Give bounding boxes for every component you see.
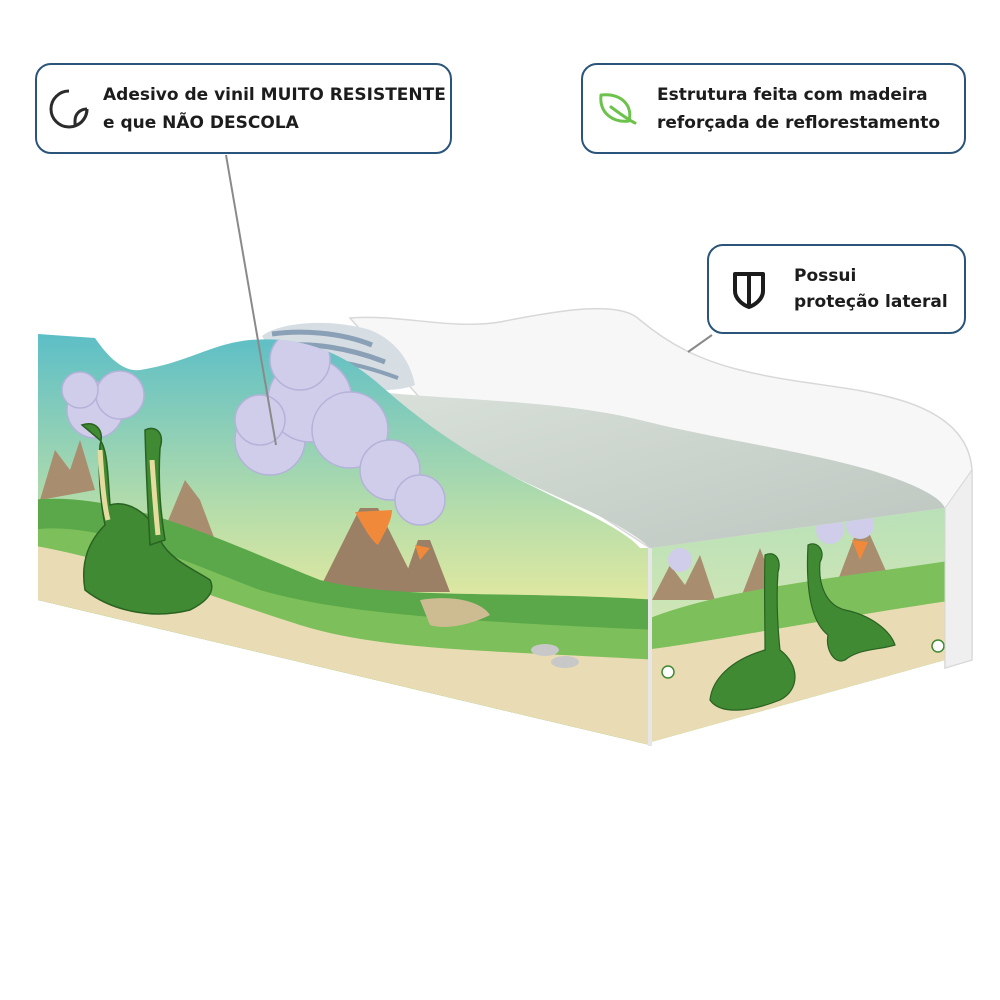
sticker-peel-icon bbox=[47, 87, 91, 131]
callout-side-protection: Possui proteção lateral bbox=[707, 244, 966, 334]
shield-icon bbox=[729, 269, 769, 309]
leaf-icon bbox=[593, 87, 637, 131]
callout-wood-text: Estrutura feita com madeira reforçada de… bbox=[657, 81, 940, 137]
leader-line-protection bbox=[687, 334, 713, 353]
callout-line: Adesivo de vinil MUITO RESISTENTE bbox=[103, 84, 446, 105]
leader-line-vinyl bbox=[225, 154, 277, 446]
callout-reforestation-wood: Estrutura feita com madeira reforçada de… bbox=[581, 63, 966, 154]
callout-line: proteção lateral bbox=[794, 292, 948, 312]
mattress bbox=[380, 392, 945, 548]
callout-vinyl-sticker: Adesivo de vinil MUITO RESISTENTE e que … bbox=[35, 63, 452, 154]
callout-vinyl-text: Adesivo de vinil MUITO RESISTENTE e que … bbox=[103, 81, 446, 137]
callout-line: Estrutura feita com madeira bbox=[657, 84, 928, 105]
callout-protection-text: Possui proteção lateral bbox=[794, 263, 948, 315]
callout-line: Possui bbox=[794, 266, 857, 286]
callout-line: e que NÃO DESCOLA bbox=[103, 112, 299, 133]
callout-line: reforçada de reflorestamento bbox=[657, 112, 941, 133]
